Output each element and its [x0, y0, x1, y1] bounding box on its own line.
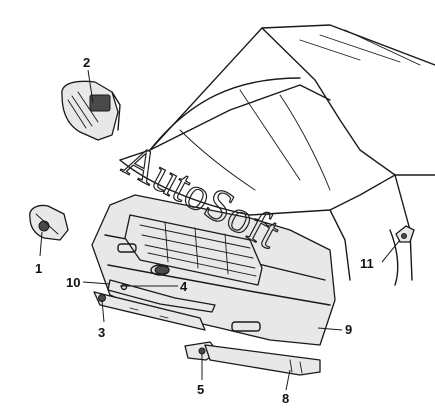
part-8-spoiler: [204, 344, 321, 376]
callout-9: 9: [345, 322, 352, 337]
part-4-emblem: [154, 265, 170, 275]
callout-11: 11: [360, 256, 374, 271]
leader-lines: [39, 69, 401, 391]
callout-5: 5: [197, 382, 204, 397]
part-11-side-marker: [395, 225, 415, 243]
callout-1: 1: [35, 261, 42, 276]
part-2-headlamp: [61, 80, 121, 141]
vehicle-body: [119, 24, 435, 286]
callout-2: 2: [83, 55, 90, 70]
callout-8: 8: [282, 391, 289, 406]
callouts: 2 1 10 4 3 9 5 8 11: [35, 55, 374, 406]
callout-10: 10: [66, 275, 80, 290]
callout-3: 3: [98, 325, 105, 340]
callout-4: 4: [180, 279, 188, 294]
part-10-bracket: [107, 279, 216, 313]
part-1-fog-lamp: [29, 204, 69, 241]
